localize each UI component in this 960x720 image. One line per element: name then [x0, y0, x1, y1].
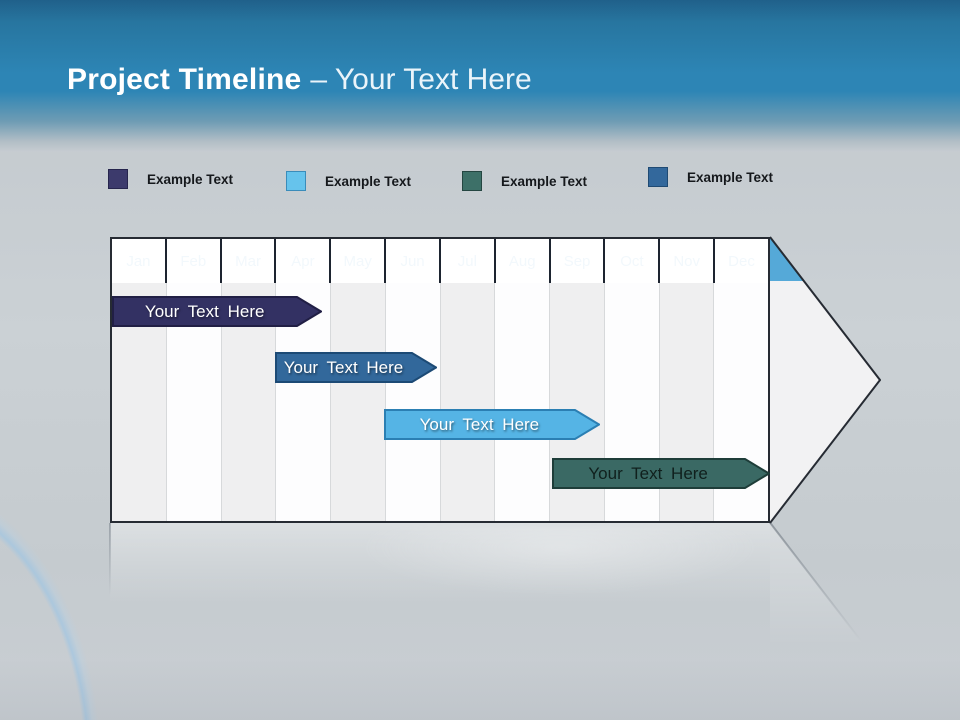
- timeline-bar-polygon: [551, 458, 770, 489]
- timeline-bar-1[interactable]: Your Text Here: [112, 296, 323, 327]
- legend-item-2[interactable]: Example Text: [286, 171, 411, 191]
- grid-column-jul: [439, 283, 495, 521]
- month-header-jun: Jun: [384, 239, 439, 283]
- legend-swatch-2: [286, 171, 306, 191]
- timeline-bar-3[interactable]: Your Text Here: [383, 409, 600, 440]
- legend-label: Example Text: [687, 169, 774, 185]
- timeline-bar-shape: [383, 409, 600, 440]
- timeline-bar-label: Your Text Here: [588, 463, 708, 483]
- timeline-bar-label: Your Text Here: [283, 357, 404, 377]
- legend-item-4[interactable]: Example Text: [648, 167, 773, 187]
- grid-column-aug: [494, 283, 549, 521]
- legend-swatch-3: [462, 171, 482, 191]
- timeline-bar-polygon: [383, 409, 600, 440]
- timeline-bar-label: Your Text Here: [419, 414, 540, 434]
- timeline-bar-shape: [275, 352, 437, 383]
- slide-title-main: Project Timeline: [67, 63, 302, 96]
- legend-label: Example Text: [501, 173, 588, 189]
- grid-column-may: [330, 283, 385, 521]
- month-header-oct: Oct: [603, 239, 658, 283]
- timeline-bar-polygon: [112, 296, 323, 327]
- timeline-bar-shape: [551, 458, 770, 489]
- timeline-bar-label: Your Text Here: [144, 301, 265, 321]
- month-header-jan: Jan: [126, 252, 151, 270]
- grid-column-jun: [384, 283, 440, 521]
- timeline-bar-shape: [112, 296, 323, 327]
- timeline-bar-4[interactable]: Your Text Here: [551, 458, 770, 489]
- slide-title[interactable]: Project Timeline– Your Text Here: [67, 60, 532, 100]
- header-band: [0, 0, 960, 152]
- legend-label: Example Text: [325, 173, 412, 189]
- month-header-jul: Jul: [438, 239, 494, 283]
- arrow-tip-body: [770, 237, 880, 523]
- month-header-nov: Nov: [658, 239, 713, 283]
- month-header-mar: Mar: [219, 239, 275, 283]
- legend-swatch-1: [108, 169, 128, 189]
- timeline-bar-2[interactable]: Your Text Here: [275, 352, 437, 383]
- month-header-feb: Feb: [164, 239, 220, 283]
- month-header-sep: Sep: [548, 239, 604, 283]
- month-header-aug: Aug: [493, 239, 549, 283]
- month-header-dec: Dec: [713, 239, 768, 283]
- timeline-arrow-tip: [769, 236, 881, 524]
- legend-item-1[interactable]: Example Text: [108, 169, 233, 189]
- month-header-apr: Apr: [274, 239, 329, 283]
- slide-title-sub: – Your Text Here: [310, 63, 532, 96]
- arrow-tip-outline: [769, 236, 881, 524]
- legend-swatch-4: [648, 167, 668, 187]
- timeline-bar-polygon: [275, 352, 437, 383]
- legend-label: Example Text: [147, 171, 234, 187]
- legend-item-3[interactable]: Example Text: [462, 171, 587, 191]
- month-header-may: May: [329, 239, 384, 283]
